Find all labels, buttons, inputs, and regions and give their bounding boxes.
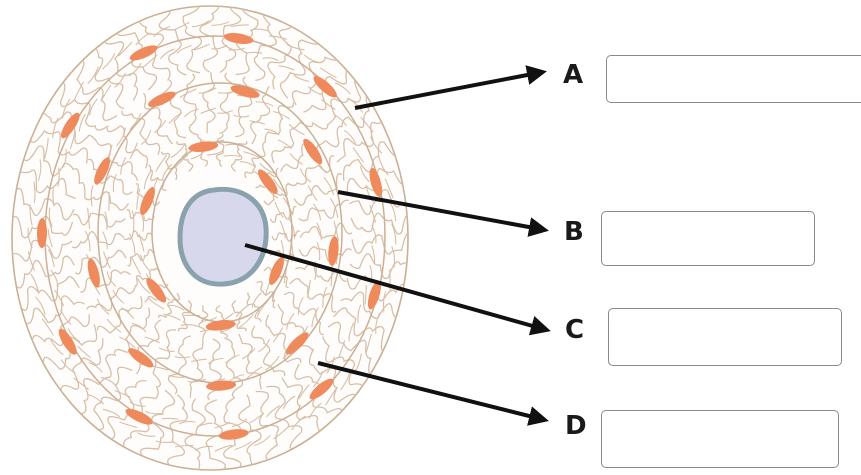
answer-box-a[interactable]: [606, 55, 861, 103]
answer-box-c[interactable]: [608, 308, 842, 366]
label-a: A: [563, 60, 583, 90]
arrow-a: [355, 72, 543, 108]
fibre-crosslink: [162, 418, 178, 419]
label-b: B: [564, 217, 584, 247]
answer-box-d[interactable]: [601, 410, 839, 468]
central-canal: [180, 189, 266, 284]
label-c: C: [565, 315, 584, 345]
answer-box-b[interactable]: [601, 211, 815, 266]
label-d: D: [565, 411, 587, 441]
